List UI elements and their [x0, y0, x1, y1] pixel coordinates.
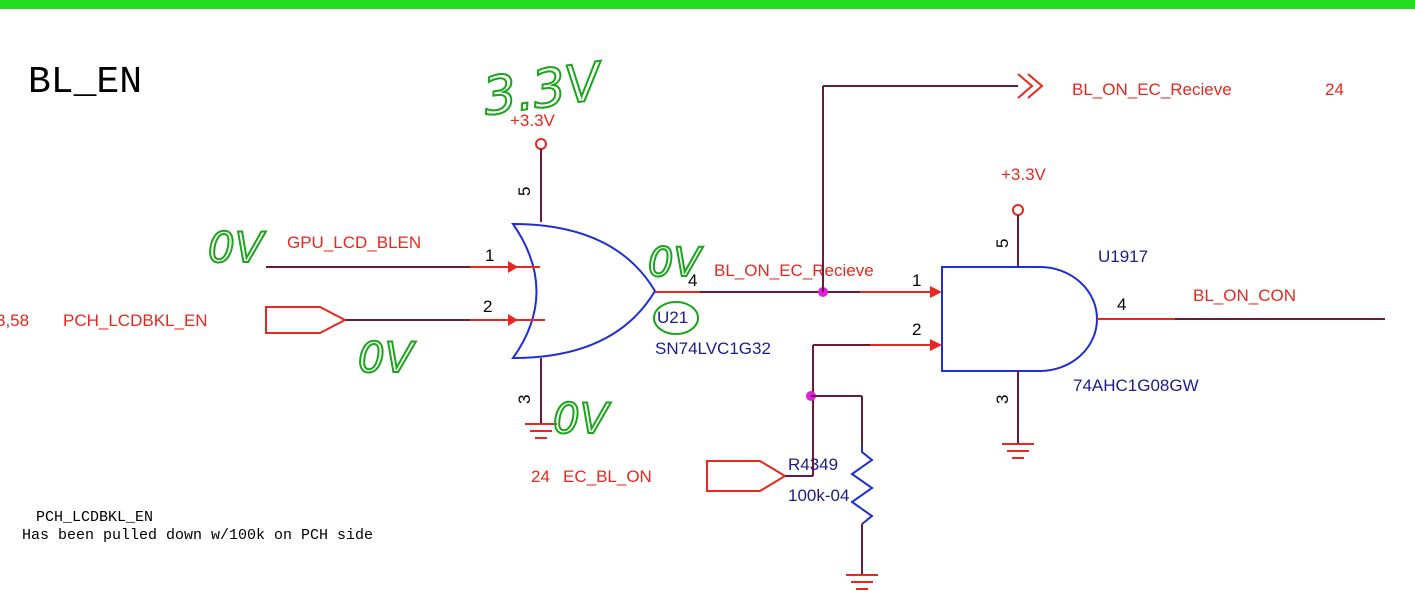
- u21-pin1-number: 1: [485, 246, 494, 265]
- u1917-vcc-symbol: [1012, 204, 1024, 216]
- hand-output: 0V: [648, 240, 703, 286]
- net-bl-on-ec-recieve-port: BL_ON_EC_Recieve: [1072, 80, 1232, 99]
- net-bl-on-ec-recieve-wire: BL_ON_EC_Recieve: [714, 261, 874, 280]
- u21-gate-body: [511, 222, 657, 360]
- ec-bl-on-port: [706, 460, 787, 492]
- u1917-pin2-number: 2: [912, 320, 921, 339]
- u21-gnd-pin-number: 3: [515, 395, 534, 404]
- u1917-gnd-pin-number: 3: [993, 395, 1012, 404]
- top-bar: [0, 0, 1415, 9]
- u21-vcc-symbol: [535, 138, 547, 150]
- output-wiring: BL_ON_EC_Recieve BL_ON_EC_Recieve 24: [700, 73, 1344, 298]
- u21-part-number: SN74LVC1G32: [655, 339, 771, 358]
- u21-pin2-number: 2: [483, 297, 492, 316]
- u1917-vcc-pin-number: 5: [993, 239, 1012, 248]
- net-gpu-lcd-blen: GPU_LCD_BLEN: [287, 233, 421, 252]
- bl-on-ec-recieve-port: [1017, 73, 1044, 99]
- net-ec-bl-on-ref: 24: [531, 467, 550, 486]
- u21-refdes: U21: [657, 308, 688, 327]
- r4349-resistor: [850, 445, 874, 525]
- u1917-part-number: 74AHC1G08GW: [1073, 376, 1199, 395]
- handwritten-annotations: 3.3V 0V 0V 0V 0V: [207, 51, 704, 444]
- hand-gpu-in: 0V: [208, 223, 267, 272]
- ec-bl-on-network: 24 EC_BL_ON R4349 100k-04: [531, 345, 878, 590]
- u1917-pin4-number: 4: [1117, 295, 1126, 314]
- net-bl-on-con: BL_ON_CON: [1193, 286, 1296, 305]
- u21-vcc-label: +3.3V: [510, 111, 556, 130]
- hand-circle-u21: [653, 301, 699, 335]
- r4349-refdes: R4349: [788, 455, 838, 474]
- hand-pch-in: 0V: [358, 333, 417, 382]
- schematic-title: BL_EN: [28, 61, 142, 104]
- net-pch-ref: 3,58: [0, 311, 29, 330]
- u21-or-gate: +3.3V 5 1 GPU_LCD_BLEN 2 PCH_LCDBKL_EN 3…: [0, 111, 771, 439]
- net-pch-lcdbkl-en: PCH_LCDBKL_EN: [63, 311, 208, 330]
- hand-vcc: 3.3V: [479, 52, 608, 128]
- net-bl-on-ec-recieve-ref: 24: [1325, 80, 1344, 99]
- hand-ground: 0V: [553, 394, 612, 443]
- u1917-pin1-number: 1: [912, 271, 921, 290]
- u21-vcc-pin-number: 5: [515, 187, 534, 196]
- u1917-gate-body: [941, 266, 1098, 372]
- net-ec-bl-on: EC_BL_ON: [563, 467, 652, 486]
- pch-lcdbkl-en-port: [265, 306, 348, 334]
- note-line-2: Has been pulled down w/100k on PCH side: [22, 527, 373, 544]
- u21-pin4-number: 4: [688, 271, 697, 290]
- u1917-refdes: U1917: [1098, 247, 1148, 266]
- u1917-and-gate: +3.3V 5 1 2 3 4 BL_ON_CON U1917 74AHC1G0…: [813, 165, 1385, 459]
- note-line-1: PCH_LCDBKL_EN: [36, 509, 153, 526]
- r4349-value: 100k-04: [788, 486, 849, 505]
- u1917-vcc-label: +3.3V: [1001, 165, 1047, 184]
